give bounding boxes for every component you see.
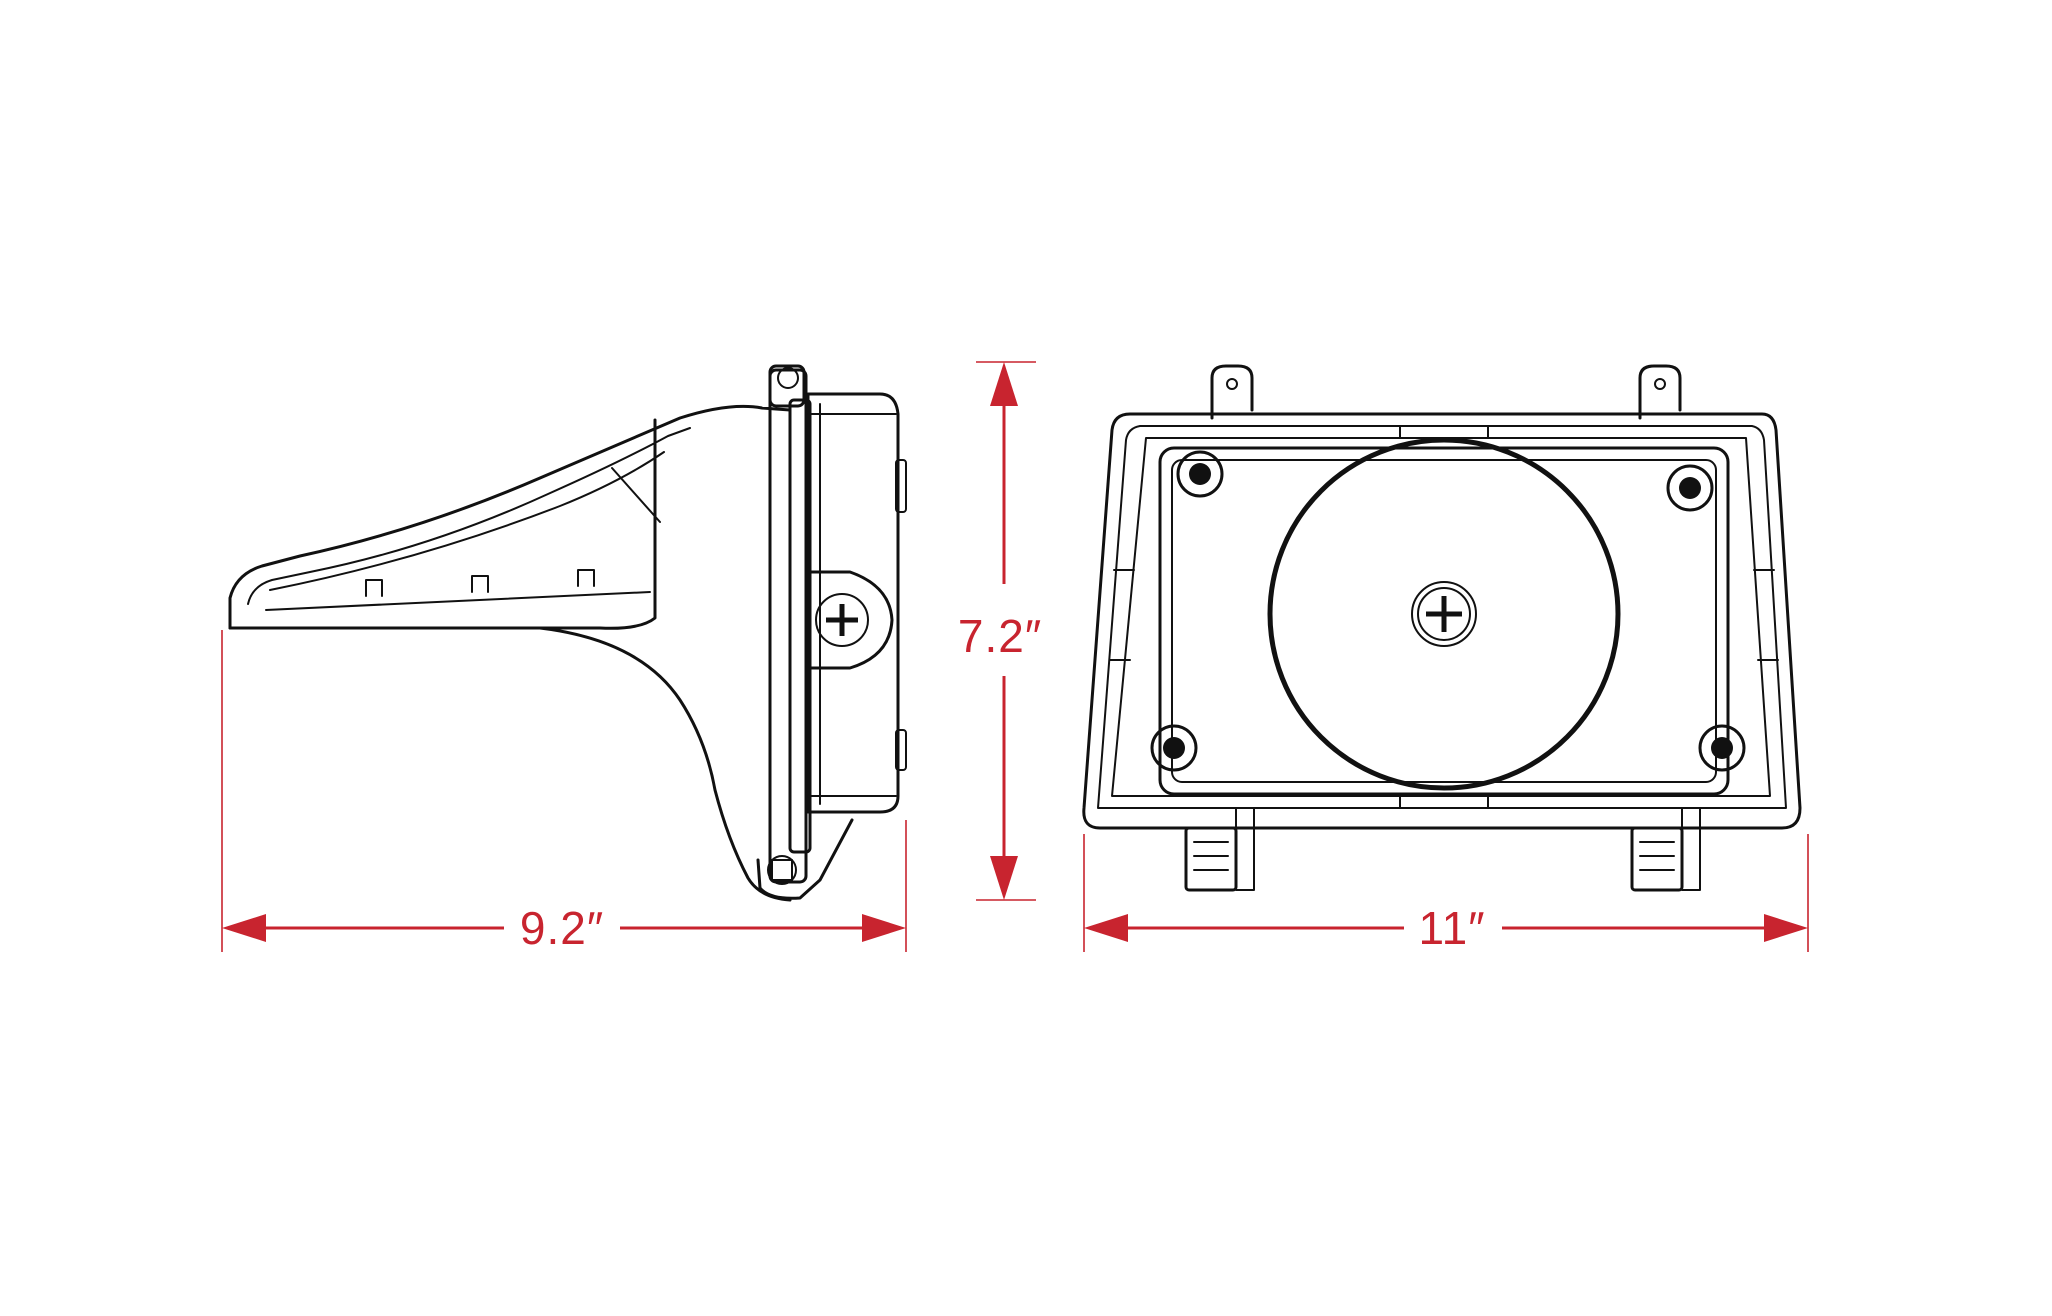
side-mount-plate-front <box>788 398 812 854</box>
front-center-screw-inner <box>1417 587 1471 641</box>
side-boss-1 <box>365 579 383 597</box>
front-housing-rim <box>1097 425 1787 809</box>
height-dimension-label: 7.2″ <box>958 610 1042 662</box>
front-edge-notch-top <box>1399 425 1489 439</box>
side-arm-shadow-line <box>265 591 651 611</box>
side-arm-lower-curve <box>234 626 792 902</box>
side-top-bolt <box>777 367 799 389</box>
dimension-depth: 9.2″ <box>221 630 907 954</box>
width-dimension-label: 11″ <box>1418 902 1485 954</box>
side-boss-3 <box>577 569 595 587</box>
front-lens-panel-inner <box>1171 459 1717 783</box>
side-bottom-nut <box>771 859 793 881</box>
side-mount-plate <box>768 368 808 884</box>
depth-arrow-right-icon <box>862 914 906 942</box>
front-top-tab-left <box>1210 364 1254 420</box>
side-screw-cross-icon <box>826 604 858 636</box>
front-lens-panel <box>1158 446 1730 796</box>
side-screw-head <box>815 593 869 647</box>
dimension-width: 11″ <box>1083 834 1809 954</box>
side-bottom-bolt <box>767 855 797 885</box>
side-arm-diagonal <box>611 467 661 523</box>
side-knob-top <box>895 459 907 513</box>
width-arrow-right-icon <box>1764 914 1808 942</box>
side-screw-boss <box>804 570 894 670</box>
side-top-tab <box>768 364 806 408</box>
side-arm-inner-outline <box>247 427 691 605</box>
width-arrow-left-icon <box>1084 914 1128 942</box>
front-corner-bolt-bottom-left <box>1150 724 1198 772</box>
front-center-screw-outer <box>1411 581 1477 647</box>
front-edge-notch-bottom <box>1399 795 1489 809</box>
side-boss-2 <box>471 575 489 593</box>
height-arrow-bottom-icon <box>990 856 1018 900</box>
front-top-tab-left-hole <box>1226 378 1238 390</box>
side-arm-rib-line <box>269 451 665 591</box>
front-corner-bolt-bottom-right <box>1698 724 1746 772</box>
front-bottom-bracket-left <box>1184 807 1255 892</box>
front-side-notch-right <box>1753 569 1779 661</box>
front-lens-circle <box>1267 437 1621 791</box>
side-arm-underside <box>228 418 657 630</box>
depth-dimension-label: 9.2″ <box>520 902 604 954</box>
front-view <box>1082 364 1802 892</box>
front-corner-bolt-top-right <box>1666 464 1714 512</box>
front-center-screw-cross-icon <box>1426 596 1462 632</box>
side-arm-outline <box>228 404 792 630</box>
side-housing <box>806 392 900 814</box>
front-bottom-bracket-right <box>1630 807 1701 892</box>
dimension-height: 7.2″ <box>958 361 1042 901</box>
front-side-notch-left <box>1109 569 1135 661</box>
side-knob-bottom <box>895 729 907 771</box>
side-view <box>228 364 907 902</box>
front-housing-rim-2 <box>1111 437 1771 797</box>
front-corner-bolt-top-left <box>1176 450 1224 498</box>
front-top-tab-right <box>1638 364 1682 420</box>
side-housing-edge <box>807 413 897 797</box>
front-housing-outer <box>1082 412 1802 830</box>
side-bottom-bracket <box>756 818 854 900</box>
height-arrow-top-icon <box>990 362 1018 406</box>
depth-arrow-left-icon <box>222 914 266 942</box>
front-top-tab-right-hole <box>1654 378 1666 390</box>
